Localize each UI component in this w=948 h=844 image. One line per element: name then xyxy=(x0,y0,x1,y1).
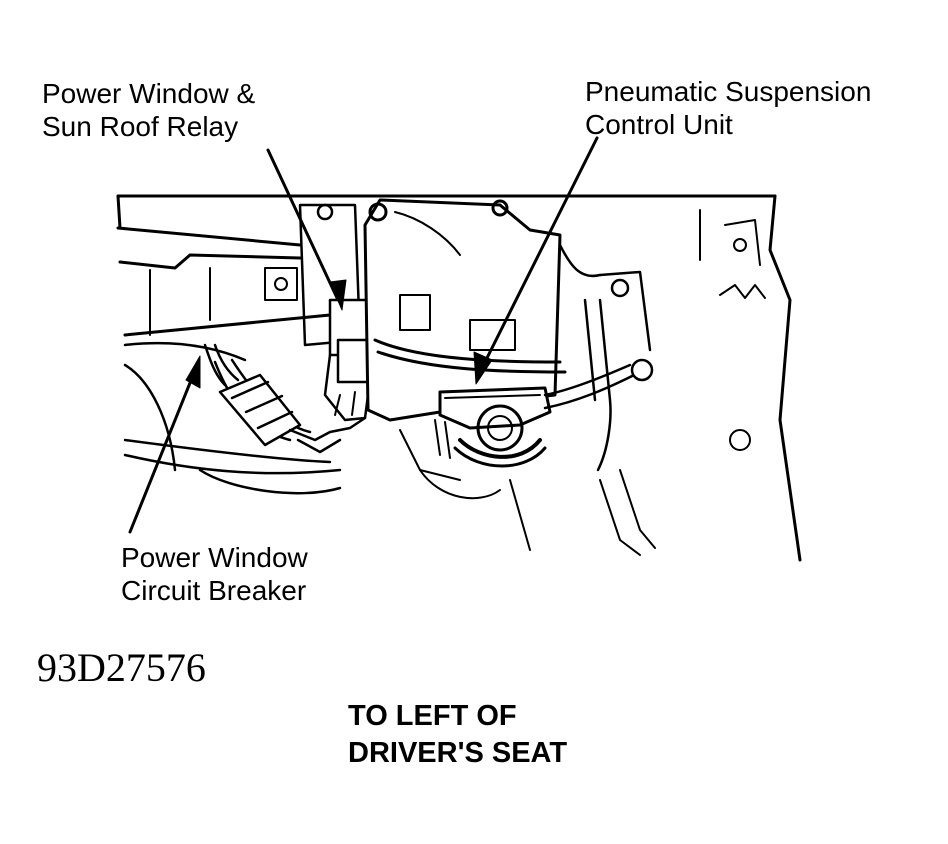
breaker-arrowhead xyxy=(185,355,201,389)
relay-arrowhead xyxy=(329,279,347,311)
suspension-unit-label-line2: Control Unit xyxy=(585,109,733,140)
wire-harness xyxy=(543,243,654,472)
breaker-leader-line xyxy=(128,366,198,534)
leader-lines xyxy=(128,136,599,534)
location-caption: TO LEFT OF DRIVER'S SEAT xyxy=(348,698,567,772)
relay-label-line1: Power Window & xyxy=(42,78,256,109)
circuit-breaker-label: Power Window Circuit Breaker xyxy=(121,541,308,607)
suspension-unit-label: Pneumatic Suspension Control Unit xyxy=(585,75,871,141)
location-caption-line1: TO LEFT OF xyxy=(348,700,517,732)
body-panel-outline xyxy=(116,194,802,562)
circuit-breaker-body xyxy=(203,343,367,454)
circuit-breaker-label-line2: Circuit Breaker xyxy=(121,575,307,606)
circuit-breaker-label-line1: Power Window xyxy=(121,542,308,573)
relay-label: Power Window & Sun Roof Relay xyxy=(42,77,255,143)
relay-body xyxy=(298,203,374,422)
control-unit-body xyxy=(363,198,567,468)
floor-detail xyxy=(399,209,766,556)
control-unit-arrowhead xyxy=(473,351,493,385)
relay-label-line2: Sun Roof Relay xyxy=(42,111,239,142)
seat-bracket xyxy=(123,267,342,495)
figure-id: 93D27576 xyxy=(37,645,206,690)
location-caption-line2: DRIVER'S SEAT xyxy=(348,737,568,769)
control-unit-leader-line xyxy=(478,136,599,374)
relay-leader-line xyxy=(266,148,340,302)
suspension-unit-label-line1: Pneumatic Suspension xyxy=(585,76,872,107)
